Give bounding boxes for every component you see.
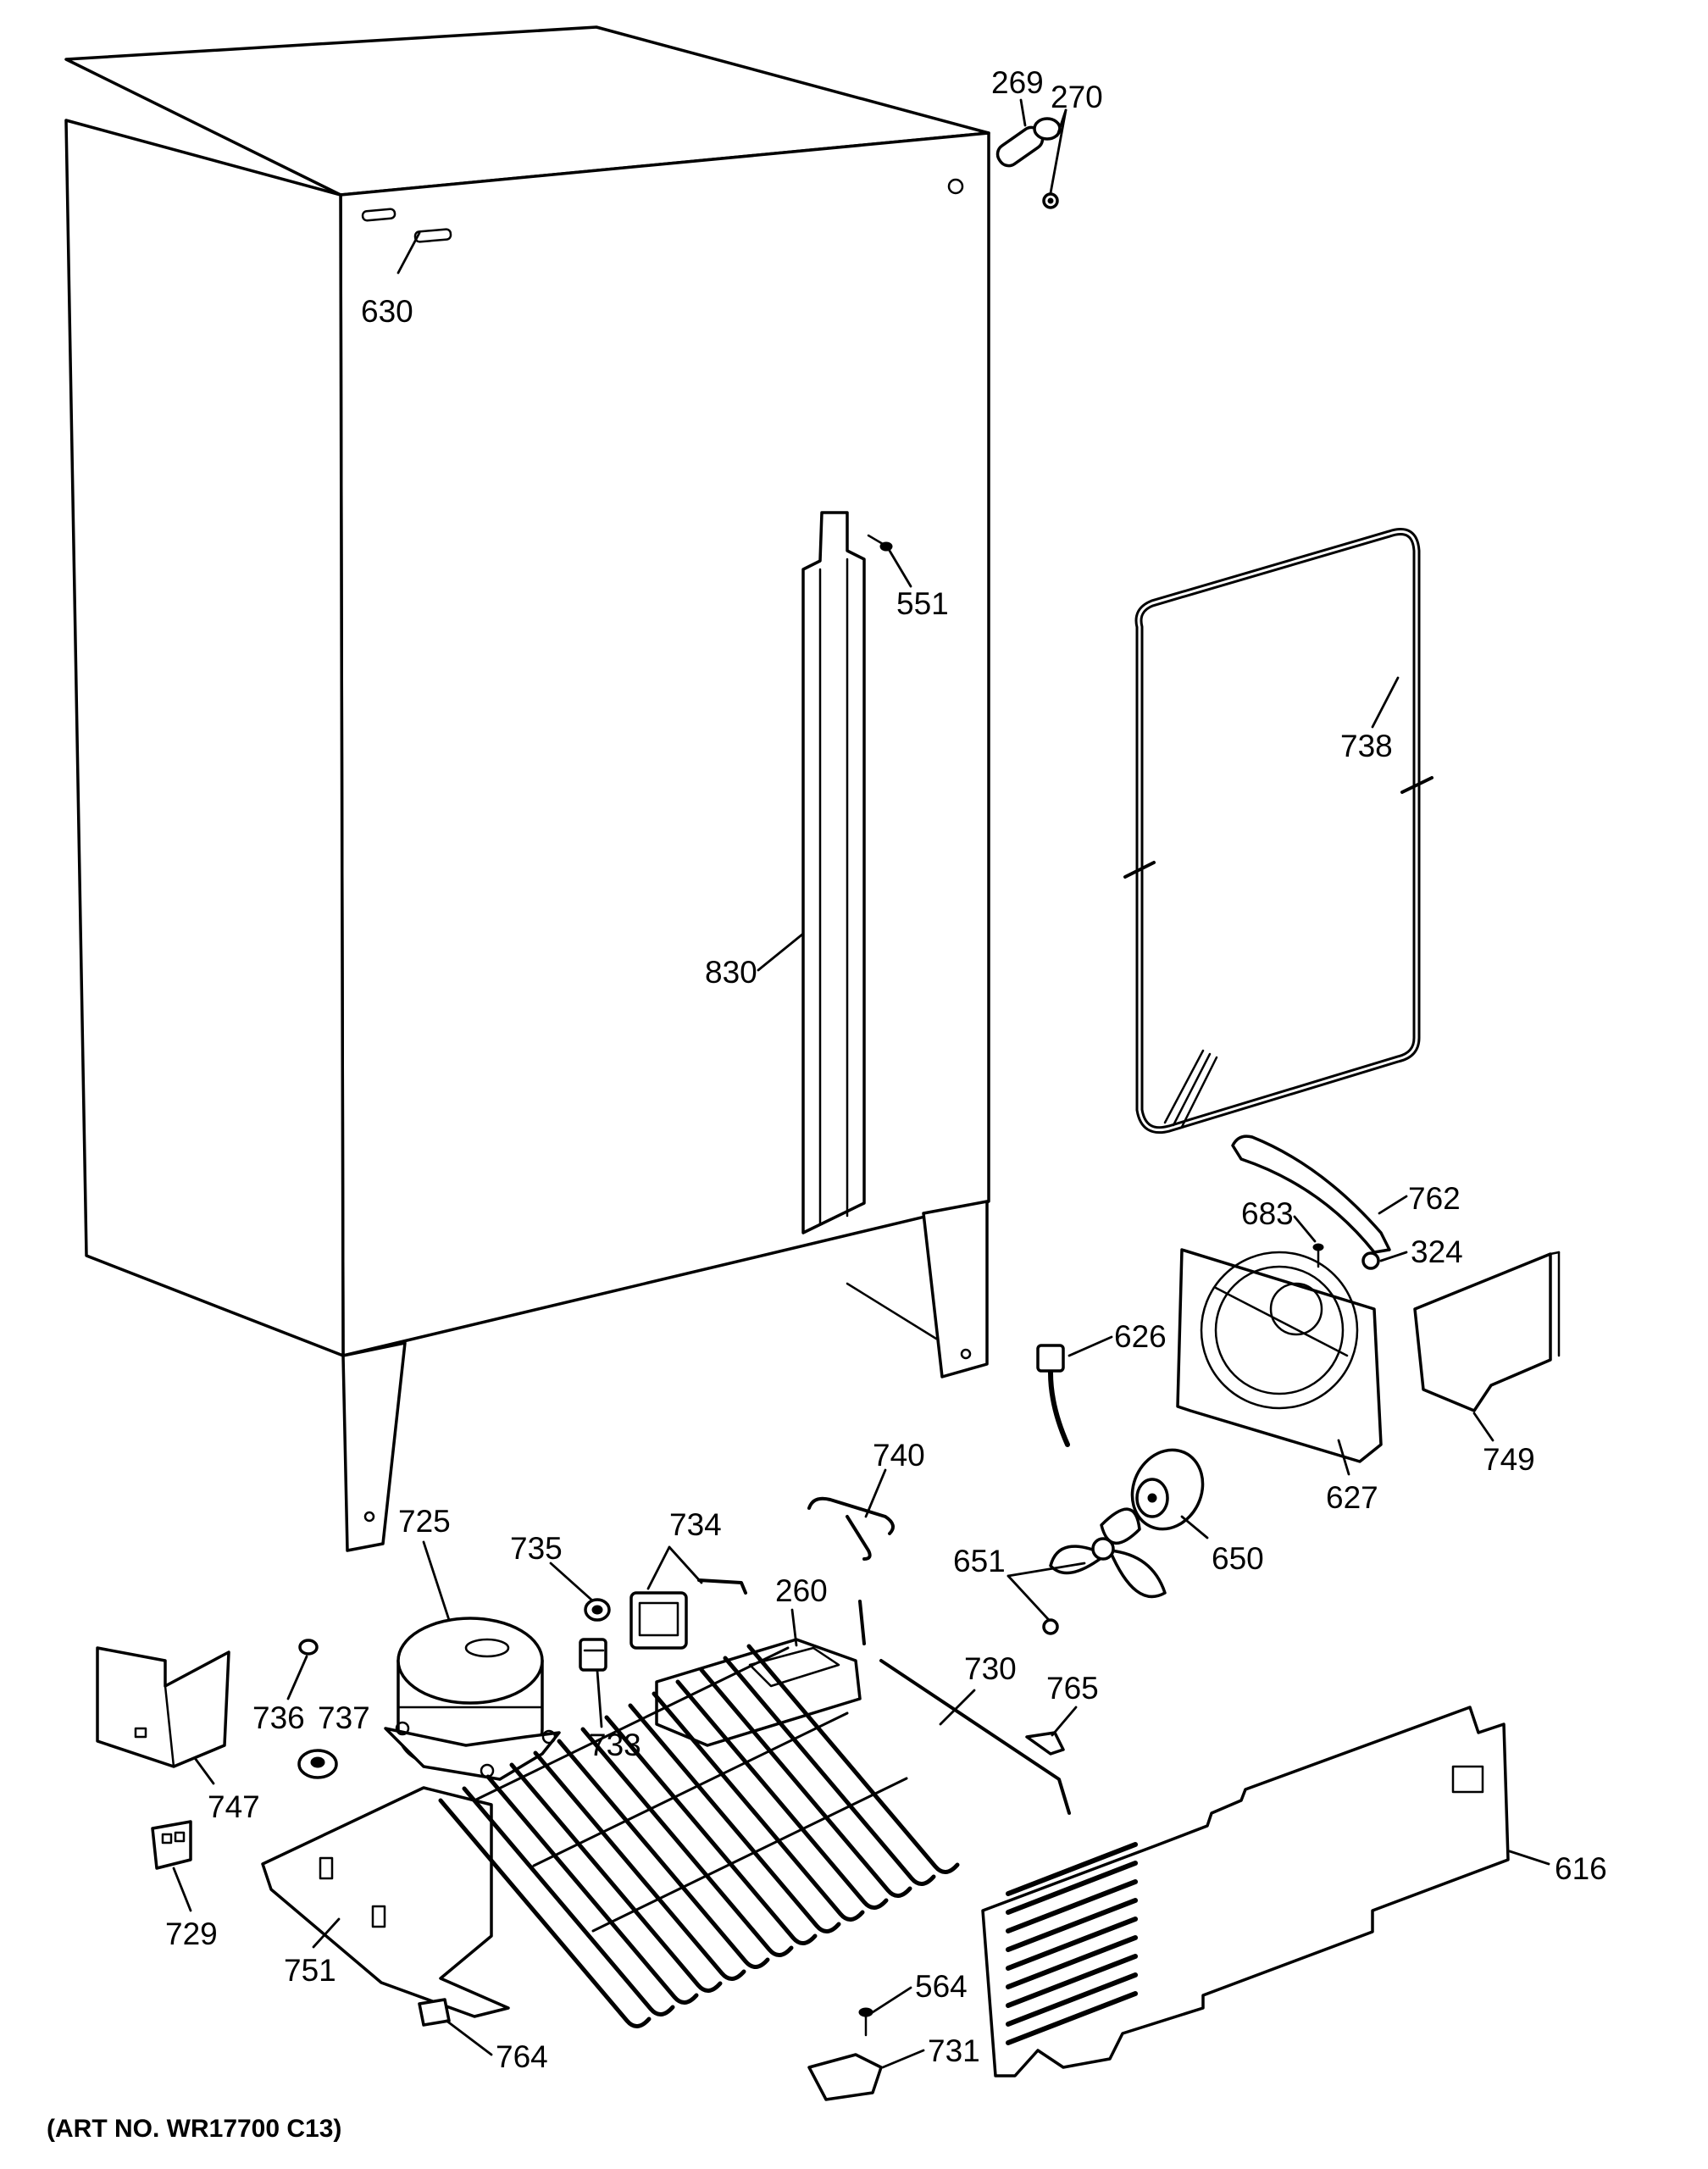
rear-access-panel-616	[981, 1706, 1510, 2077]
grille-slot	[1006, 1879, 1138, 1933]
callout-labels: 269 270 630 551 738 830 762 683 324 626 …	[165, 65, 1607, 2074]
callout-683: 683	[1241, 1196, 1294, 1231]
callout-764: 764	[496, 2039, 548, 2074]
coil-tube	[723, 1656, 936, 1886]
fan-shroud-627	[1176, 1248, 1383, 1463]
callout-551: 551	[896, 586, 949, 621]
callout-747: 747	[208, 1789, 260, 1824]
coil-tube	[485, 1774, 699, 2005]
grille-slot	[1006, 1861, 1138, 1915]
clip-736	[298, 1639, 319, 1656]
coil-tube	[628, 1703, 841, 1933]
relay-box-729	[151, 1820, 192, 1870]
relay-733	[579, 1638, 607, 1672]
callout-270: 270	[1051, 80, 1103, 114]
callout-751: 751	[284, 1953, 336, 1988]
callout-650: 650	[1212, 1541, 1264, 1576]
clip-764	[418, 1998, 451, 2027]
grommet-735	[584, 1598, 611, 1622]
base-pan-751	[261, 1786, 510, 2018]
coil-tube	[652, 1691, 865, 1922]
callout-762: 762	[1408, 1181, 1461, 1216]
grille-slot	[1006, 1935, 1138, 1989]
leader-lines	[172, 98, 1550, 2069]
coil-wire	[591, 1777, 908, 1933]
coil-tube	[675, 1679, 889, 1910]
condenser-coil-730	[438, 1600, 1071, 2028]
grille-slot	[1006, 1898, 1138, 1952]
grille-slot	[1006, 1991, 1138, 2045]
callout-616: 616	[1555, 1851, 1607, 1886]
coil-wire	[532, 1711, 849, 1867]
callout-730: 730	[964, 1651, 1017, 1686]
trim-strip-830	[801, 511, 866, 1234]
coil-tube	[699, 1667, 912, 1898]
latch-269	[995, 117, 1062, 168]
nut-651	[1042, 1618, 1059, 1635]
cover-747	[96, 1646, 230, 1768]
callout-725: 725	[398, 1504, 451, 1539]
callout-626: 626	[1114, 1319, 1167, 1354]
callout-731: 731	[928, 2033, 980, 2068]
coil-tube	[604, 1715, 818, 1945]
compressor-725	[384, 1617, 561, 1781]
clip-765	[1025, 1731, 1065, 1756]
callout-564: 564	[915, 1969, 968, 2004]
art-number: (ART NO. WR17700 C13)	[47, 2115, 341, 2143]
wire-plug-626	[1036, 1344, 1070, 1447]
callout-736: 736	[252, 1700, 305, 1735]
callout-627: 627	[1326, 1480, 1378, 1515]
gasket-738	[1123, 528, 1434, 1134]
coil-tube	[462, 1786, 675, 2016]
callout-324: 324	[1411, 1234, 1463, 1269]
coil-tube	[438, 1798, 652, 2028]
callout-765: 765	[1046, 1671, 1099, 1706]
nut-270	[1042, 192, 1059, 209]
coil-tube	[557, 1739, 770, 1969]
callout-630: 630	[361, 294, 413, 329]
screw-551	[867, 534, 893, 552]
coil-tube	[509, 1762, 723, 1993]
callout-269: 269	[991, 65, 1044, 100]
overload-734	[629, 1578, 747, 1650]
grille-slot	[1006, 1954, 1138, 2008]
callout-749: 749	[1483, 1442, 1535, 1477]
callout-740: 740	[873, 1438, 925, 1473]
callout-260: 260	[775, 1573, 828, 1608]
grille-slot	[1006, 1972, 1138, 2027]
coil-wire	[473, 1646, 790, 1802]
clip-324	[1361, 1251, 1380, 1270]
coil-tube	[533, 1750, 746, 1981]
callout-830: 830	[705, 955, 757, 990]
grommet-737	[297, 1749, 338, 1779]
coil-tube	[580, 1727, 794, 1957]
callout-734: 734	[669, 1507, 722, 1542]
bracket-731	[807, 2053, 883, 2101]
callout-729: 729	[165, 1917, 218, 1951]
screw-564	[858, 2007, 873, 2037]
strip-762	[1231, 1134, 1391, 1254]
coil-tube	[746, 1644, 960, 1874]
fan-motor-650	[1130, 1448, 1205, 1531]
callout-733: 733	[589, 1728, 641, 1762]
label-plates-630	[361, 208, 452, 243]
callout-735: 735	[510, 1531, 563, 1566]
plate-749	[1413, 1251, 1561, 1412]
spring-clip-740	[807, 1496, 895, 1561]
callout-651: 651	[953, 1544, 1006, 1578]
callout-738: 738	[1340, 729, 1393, 763]
grille-slot	[1006, 1842, 1138, 1896]
callout-737: 737	[318, 1700, 370, 1735]
grille-slot	[1006, 1917, 1138, 1971]
